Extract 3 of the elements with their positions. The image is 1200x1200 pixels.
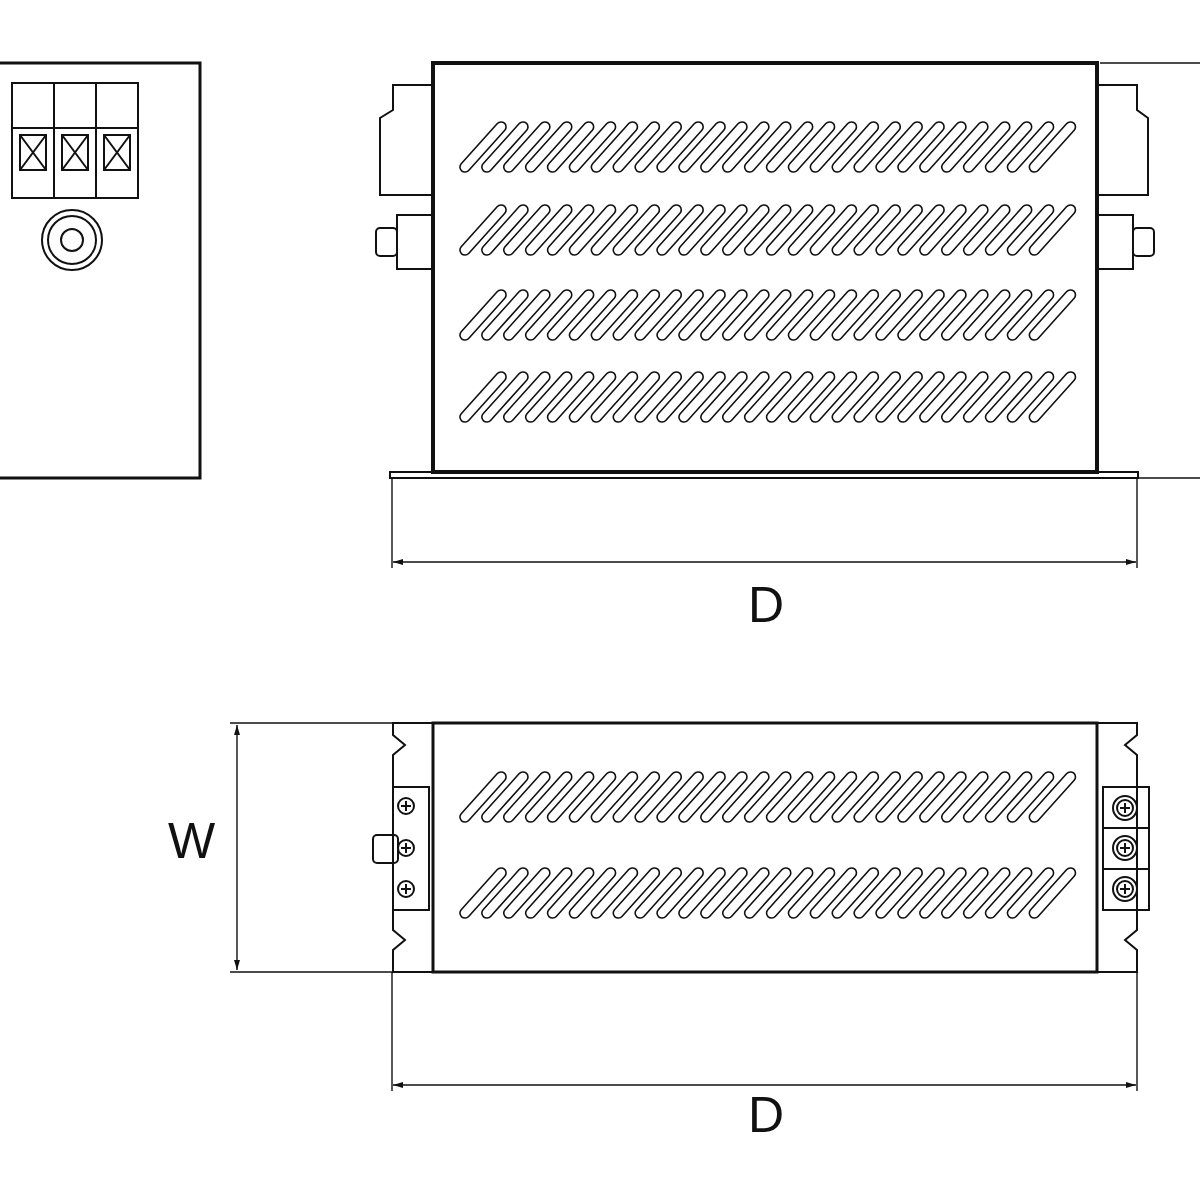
dimension-label: D (748, 580, 785, 630)
dimension-label: W (168, 816, 216, 866)
dimension-label: D (748, 1090, 785, 1140)
